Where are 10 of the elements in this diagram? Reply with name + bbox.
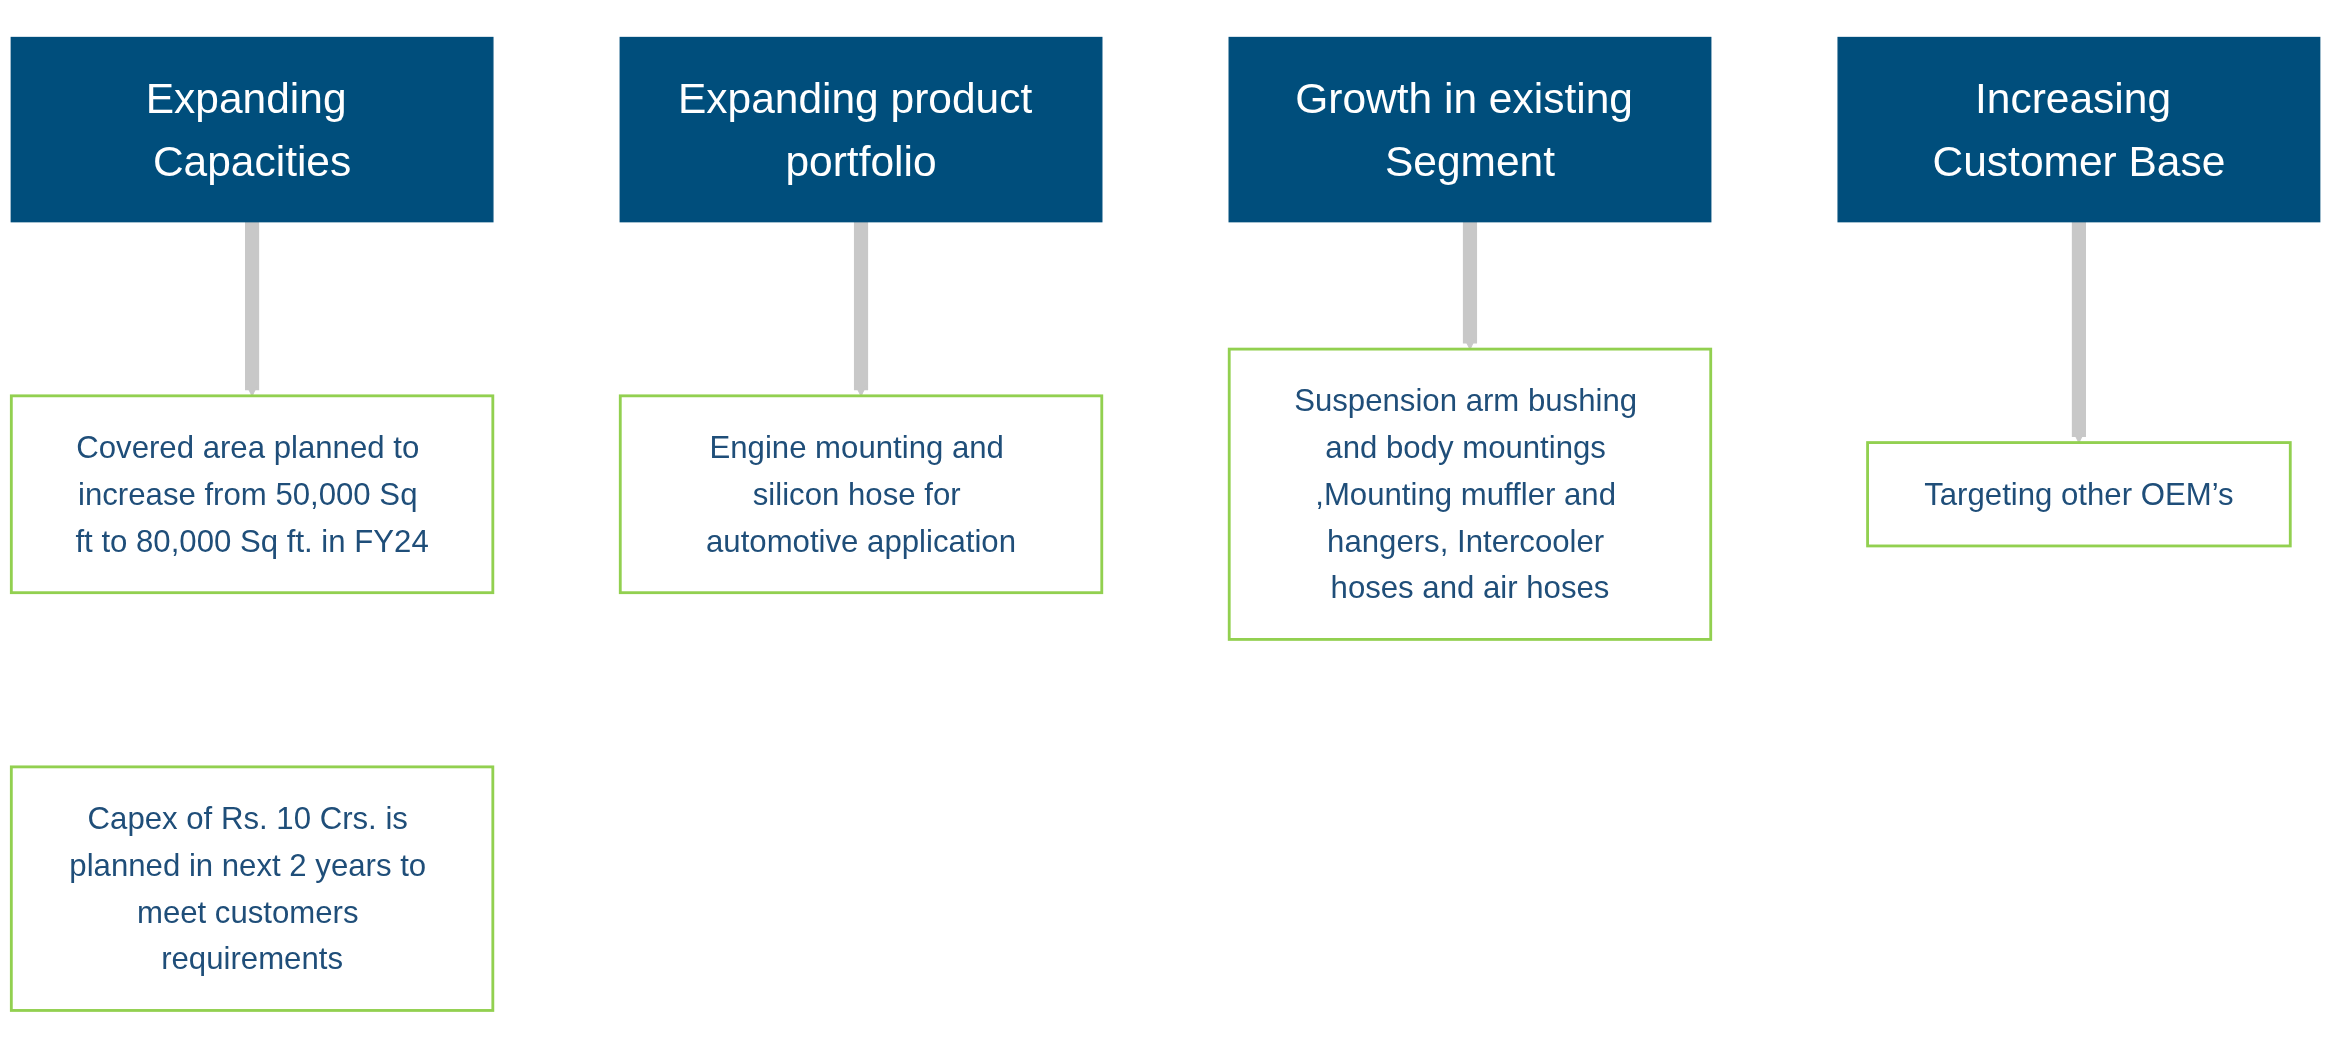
- node-box: Expanding Capacities: [10, 36, 494, 223]
- node-box: Expanding product portfolio: [619, 36, 1103, 223]
- node-box: Capex of Rs. 10 Crs. is planned in next 2 years to meet customers requirements: [9, 765, 495, 1012]
- node-box: Increasing Customer Base: [1837, 36, 2321, 223]
- node-box: Engine mounting and silicon hose for automotive application: [618, 394, 1104, 595]
- node-box: Covered area planned to increase from 50,000 Sq ft to 80,000 Sq ft. in FY24: [9, 394, 495, 595]
- node-box: Suspension arm bushing and body mountings ,Mounting muffler and hangers, Intercooler hoses and air hoses: [1227, 347, 1713, 641]
- node-box: Targeting other OEM’s: [1866, 441, 2292, 548]
- arrow: [1462, 221, 1478, 350]
- node-box: Growth in existing Segment: [1228, 36, 1712, 223]
